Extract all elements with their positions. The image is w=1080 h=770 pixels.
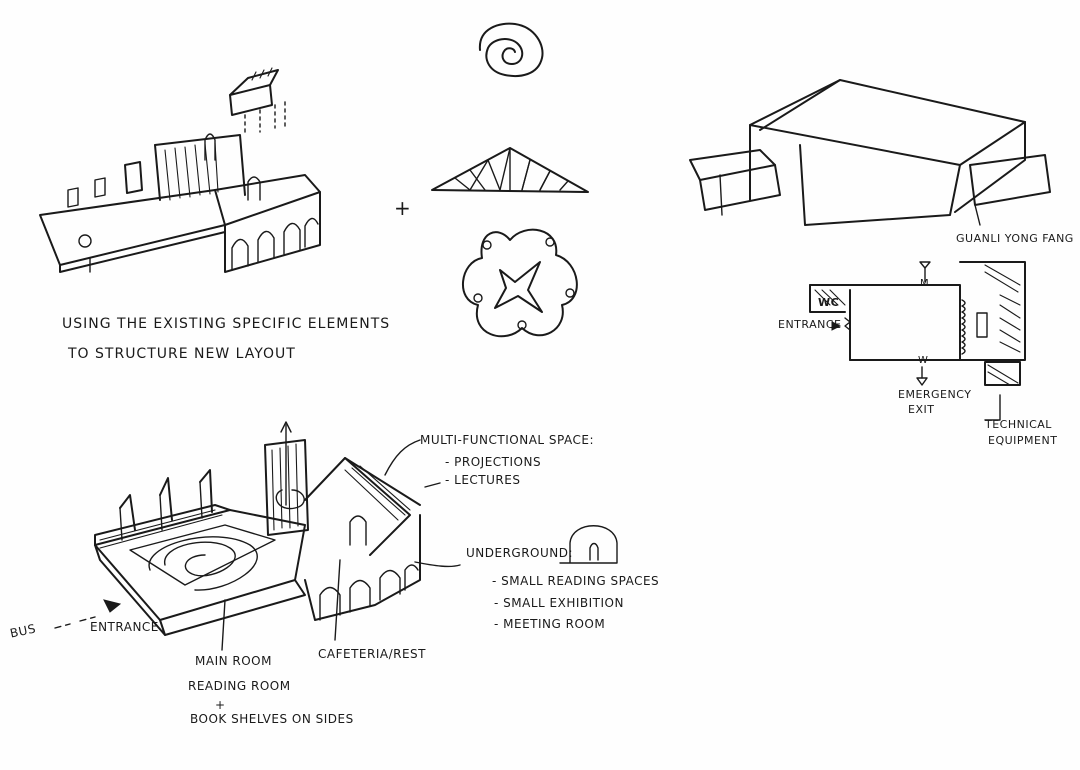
- plan-label-emergency: EMERGENCY: [898, 388, 972, 401]
- label-main-plus: +: [215, 698, 226, 712]
- flower-star-ornament: [462, 228, 578, 338]
- plan-marker-m: M: [920, 278, 930, 289]
- label-multi-functional: MULTI-FUNCTIONAL SPACE:: [420, 433, 594, 447]
- label-cafeteria: CAFETERIA/REST: [318, 647, 426, 661]
- new-layout-sketch: [54, 421, 618, 651]
- roof-truss-sketch: [431, 147, 589, 193]
- plan-label-exit: EXIT: [908, 403, 935, 416]
- label-main-room: MAIN ROOM: [195, 654, 272, 668]
- intro-line-1: USING THE EXISTING SPECIFIC ELEMENTS: [62, 316, 391, 332]
- plan-label-entrance: ENTRANCE: [778, 318, 842, 331]
- label-small-exhibition: - SMALL EXHIBITION: [494, 596, 624, 610]
- label-entrance-layout: ENTRANCE: [90, 620, 159, 634]
- plan-label-wc: WC: [818, 296, 840, 309]
- spiral-ornament: [478, 22, 544, 77]
- label-projections: - PROJECTIONS: [445, 455, 542, 469]
- label-small-reading-spaces: - SMALL READING SPACES: [492, 574, 660, 588]
- plan-label-equipment: EQUIPMENT: [988, 434, 1058, 447]
- massing-box-sketch: [689, 79, 1051, 226]
- plan-marker-w: W: [918, 355, 929, 366]
- existing-building-sketch: [39, 67, 321, 273]
- label-meeting-room: - MEETING ROOM: [494, 617, 606, 631]
- label-book-shelves: BOOK SHELVES ON SIDES: [190, 712, 354, 726]
- plus-sign: +: [394, 196, 412, 220]
- floor-plan-sketch: [809, 261, 1026, 421]
- plan-label-guanli: GUANLI YONG FANG: [956, 232, 1074, 245]
- label-lectures: - LECTURES: [445, 473, 521, 487]
- label-underground: UNDERGROUND:: [466, 546, 574, 560]
- label-reading-room: READING ROOM: [188, 679, 291, 693]
- intro-line-2: TO STRUCTURE NEW LAYOUT: [68, 346, 296, 362]
- plan-label-technical: TECHNICAL: [985, 418, 1052, 431]
